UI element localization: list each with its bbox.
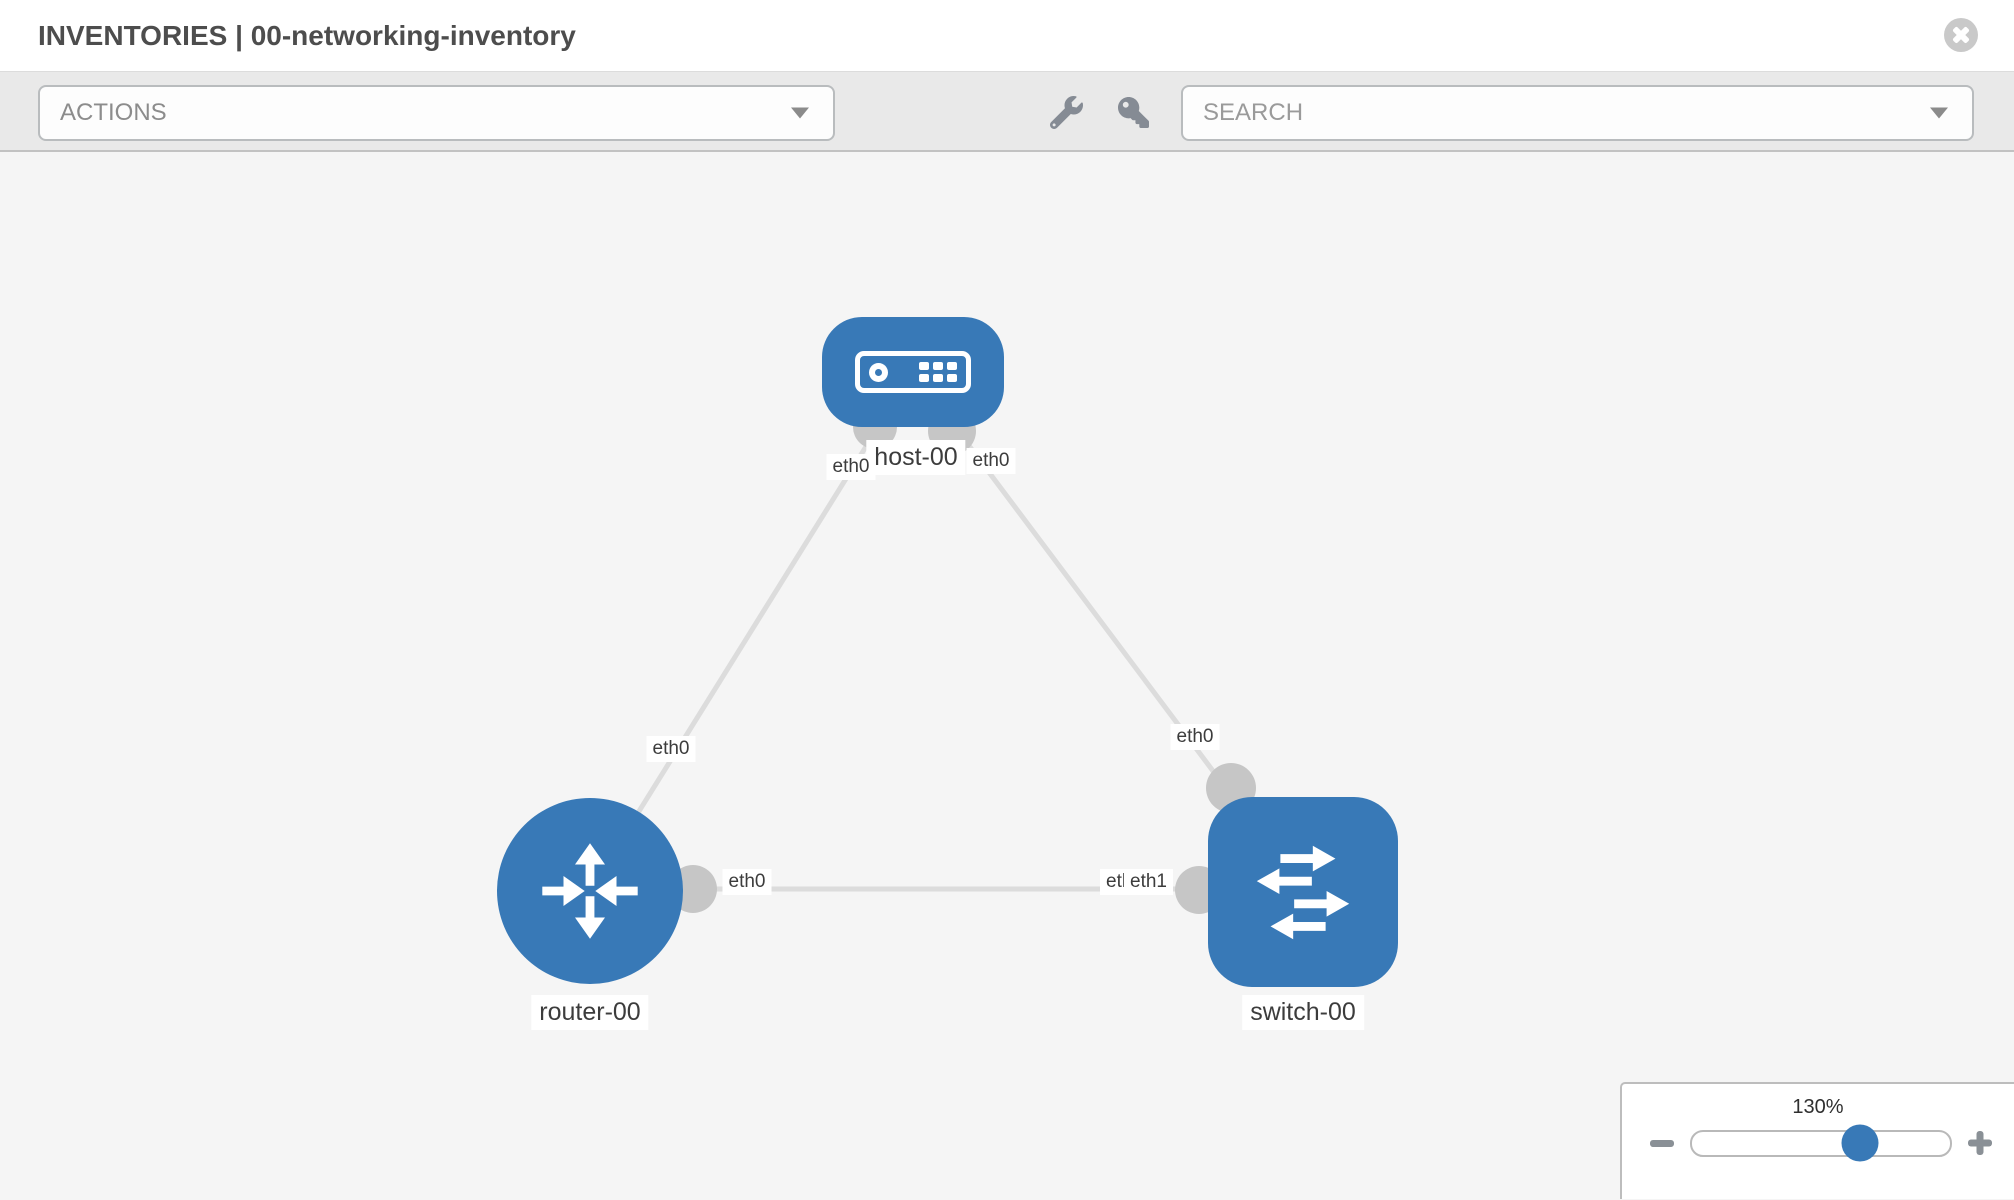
wrench-icon [1050, 95, 1083, 129]
node-label-switch-00: switch-00 [1242, 995, 1364, 1030]
links-layer [587, 369, 1305, 914]
key-icon [1118, 96, 1149, 128]
close-icon [1944, 18, 1978, 52]
zoom-out-button[interactable] [1650, 1139, 1674, 1147]
search-box [1181, 85, 1974, 141]
chevron-down-icon [791, 107, 809, 119]
interface-label: eth0 [722, 869, 772, 895]
page-title: INVENTORIES | 00-networking-inventory [38, 19, 576, 51]
actions-dropdown-label: ACTIONS [60, 99, 167, 126]
node-host-00[interactable] [822, 317, 1004, 427]
interface-dots [669, 405, 1256, 914]
actions-dropdown[interactable]: ACTIONS [38, 85, 835, 141]
node-label-host-00: host-00 [866, 440, 966, 475]
zoom-slider-track[interactable] [1690, 1124, 1952, 1162]
router-icon [542, 843, 638, 939]
host-icon [855, 351, 971, 393]
close-button[interactable] [1944, 18, 1978, 52]
chevron-down-icon [1930, 107, 1948, 119]
credentials-button[interactable] [1118, 95, 1152, 129]
search-input[interactable] [1183, 87, 1972, 139]
node-router-00[interactable] [497, 798, 683, 984]
interface-label: eth0 [1170, 724, 1220, 750]
interface-label: eth0 [826, 454, 876, 480]
zoom-level-label: 130% [1792, 1096, 1844, 1118]
title-bar: INVENTORIES | 00-networking-inventory [0, 0, 2014, 72]
zoom-in-button[interactable] [1968, 1131, 1992, 1155]
zoom-slider-knob[interactable] [1841, 1124, 1879, 1162]
interface-label: eth0 [646, 736, 696, 762]
topology-canvas[interactable]: host-00 router-00 switch-00 eth0 eth0 et… [0, 152, 2014, 1200]
interface-label: eth1 [1124, 869, 1173, 895]
interface-label: eth0 [966, 448, 1016, 474]
toolbar: ACTIONS [0, 72, 2014, 152]
node-label-router-00: router-00 [531, 995, 649, 1030]
zoom-panel: 130% [1620, 1082, 2014, 1199]
node-switch-00[interactable] [1208, 797, 1398, 987]
switch-icon [1256, 845, 1350, 940]
tools-button[interactable] [1050, 95, 1084, 129]
